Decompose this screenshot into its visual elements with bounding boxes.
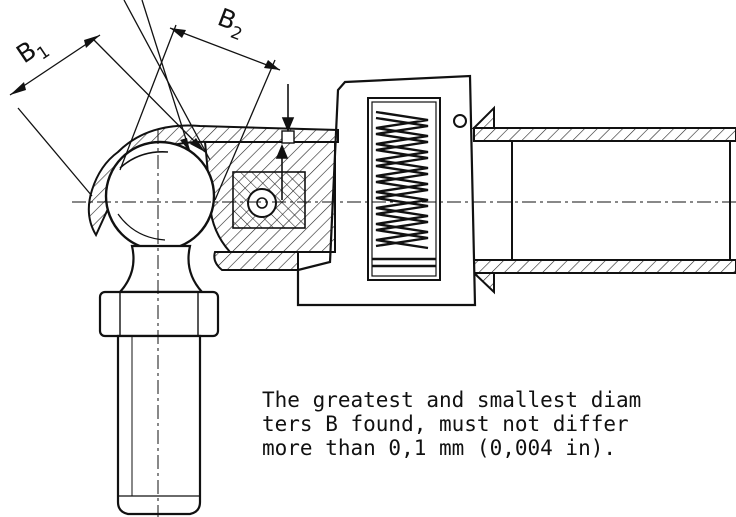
- gauge-pin: [232, 171, 306, 229]
- spring: [372, 110, 436, 268]
- tube-sleeve: [471, 105, 736, 295]
- ball-stud: [98, 244, 220, 516]
- dimension-arrows: [10, 28, 280, 152]
- label-b1: B 1: [11, 35, 54, 69]
- note-line-2: ters B found, must not differ: [262, 412, 629, 436]
- label-b2: B 2: [214, 3, 245, 46]
- note-line-1: The greatest and smallest diam: [262, 388, 642, 412]
- ball: [104, 140, 216, 252]
- center-lines: [72, 130, 736, 517]
- tolerance-note: The greatest and smallest diam ters B fo…: [262, 388, 736, 460]
- dimension-lines: [9, 0, 281, 201]
- note-line-3: more than 0,1 mm (0,004 in).: [262, 436, 617, 460]
- gap-arrows: [275, 84, 295, 200]
